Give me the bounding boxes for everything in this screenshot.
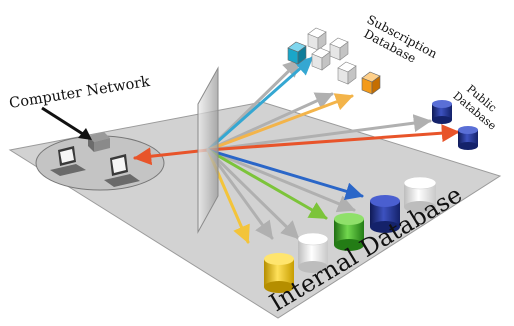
public-database-cylinders — [432, 100, 478, 150]
network-server-icon — [88, 132, 110, 152]
cube — [361, 71, 381, 95]
filter-panel — [197, 66, 219, 234]
cube — [287, 41, 307, 65]
cylinder — [297, 232, 329, 273]
computer-network-label: Computer Network — [8, 74, 151, 112]
cube — [337, 61, 357, 85]
cylinder — [334, 213, 364, 251]
data-flow-arrows — [133, 56, 460, 244]
pointer-arrow — [41, 106, 92, 140]
cube — [311, 47, 331, 71]
laptop-icon — [50, 146, 86, 176]
cylinder — [403, 176, 437, 213]
cube — [329, 37, 349, 61]
cylinder — [432, 100, 452, 124]
cylinder — [458, 126, 478, 150]
cube — [307, 27, 327, 51]
cylinder — [264, 253, 294, 293]
cylinder — [370, 195, 400, 233]
internal-database-cylinders — [264, 176, 437, 293]
subscription-database-cubes — [287, 27, 381, 95]
laptop-icon — [104, 154, 140, 187]
